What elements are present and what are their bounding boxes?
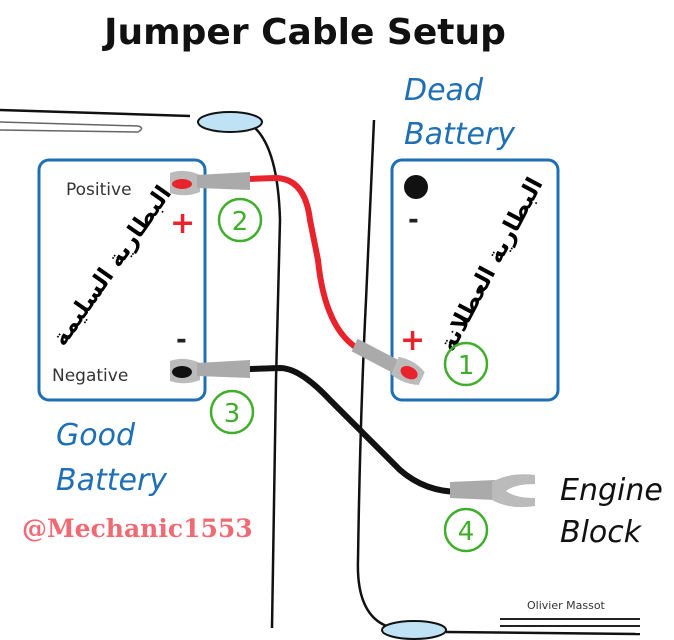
step-4-marker: 4 [443,507,489,553]
svg-text:4: 4 [458,517,475,547]
watermark-handle: @Mechanic1553 [22,514,253,543]
svg-text:3: 3 [224,399,241,429]
good-battery-arabic-label: البطارية السليمة [47,181,177,351]
negative-cable [217,364,463,495]
svg-text:1: 1 [458,351,475,381]
good-car-headlight [197,111,263,133]
good-battery-label-line1: Good [56,418,136,453]
clamp-good-negative [170,358,250,384]
step-1-marker: 1 [443,341,489,387]
good-battery-plus-sign: + [170,206,195,241]
svg-text:2: 2 [232,207,249,237]
good-car-outline [0,108,282,629]
dead-battery-plus-sign: + [400,323,425,358]
good-battery-box [37,158,207,402]
dead-battery-label-line2: Battery [404,117,516,152]
dead-battery-minus-sign: - [408,205,419,235]
dead-battery-box [390,158,560,402]
good-battery-label-line2: Battery [56,463,168,498]
dead-car-headlight [381,620,447,640]
dead-battery-negative-terminal [404,175,428,199]
dead-battery-arabic-label: البطارية العطلانة [435,174,548,356]
positive-terminal-label: Positive [66,180,132,200]
clamp-good-positive [170,170,250,196]
positive-cable [217,174,421,378]
step-2-marker: 2 [217,197,263,243]
step-3-marker: 3 [209,389,255,435]
diagram-title: Jumper Cable Setup [101,12,506,53]
clamp-dead-positive [351,338,425,385]
good-battery-minus-sign: - [176,325,187,355]
engine-block-label-line2: Block [560,515,643,550]
negative-terminal-label: Negative [52,366,128,386]
author-credit: Olivier Massot [527,599,606,612]
engine-block-label-line1: Engine [560,473,663,508]
clamp-engine-block [450,474,535,508]
dead-battery-label-line1: Dead [404,73,484,108]
